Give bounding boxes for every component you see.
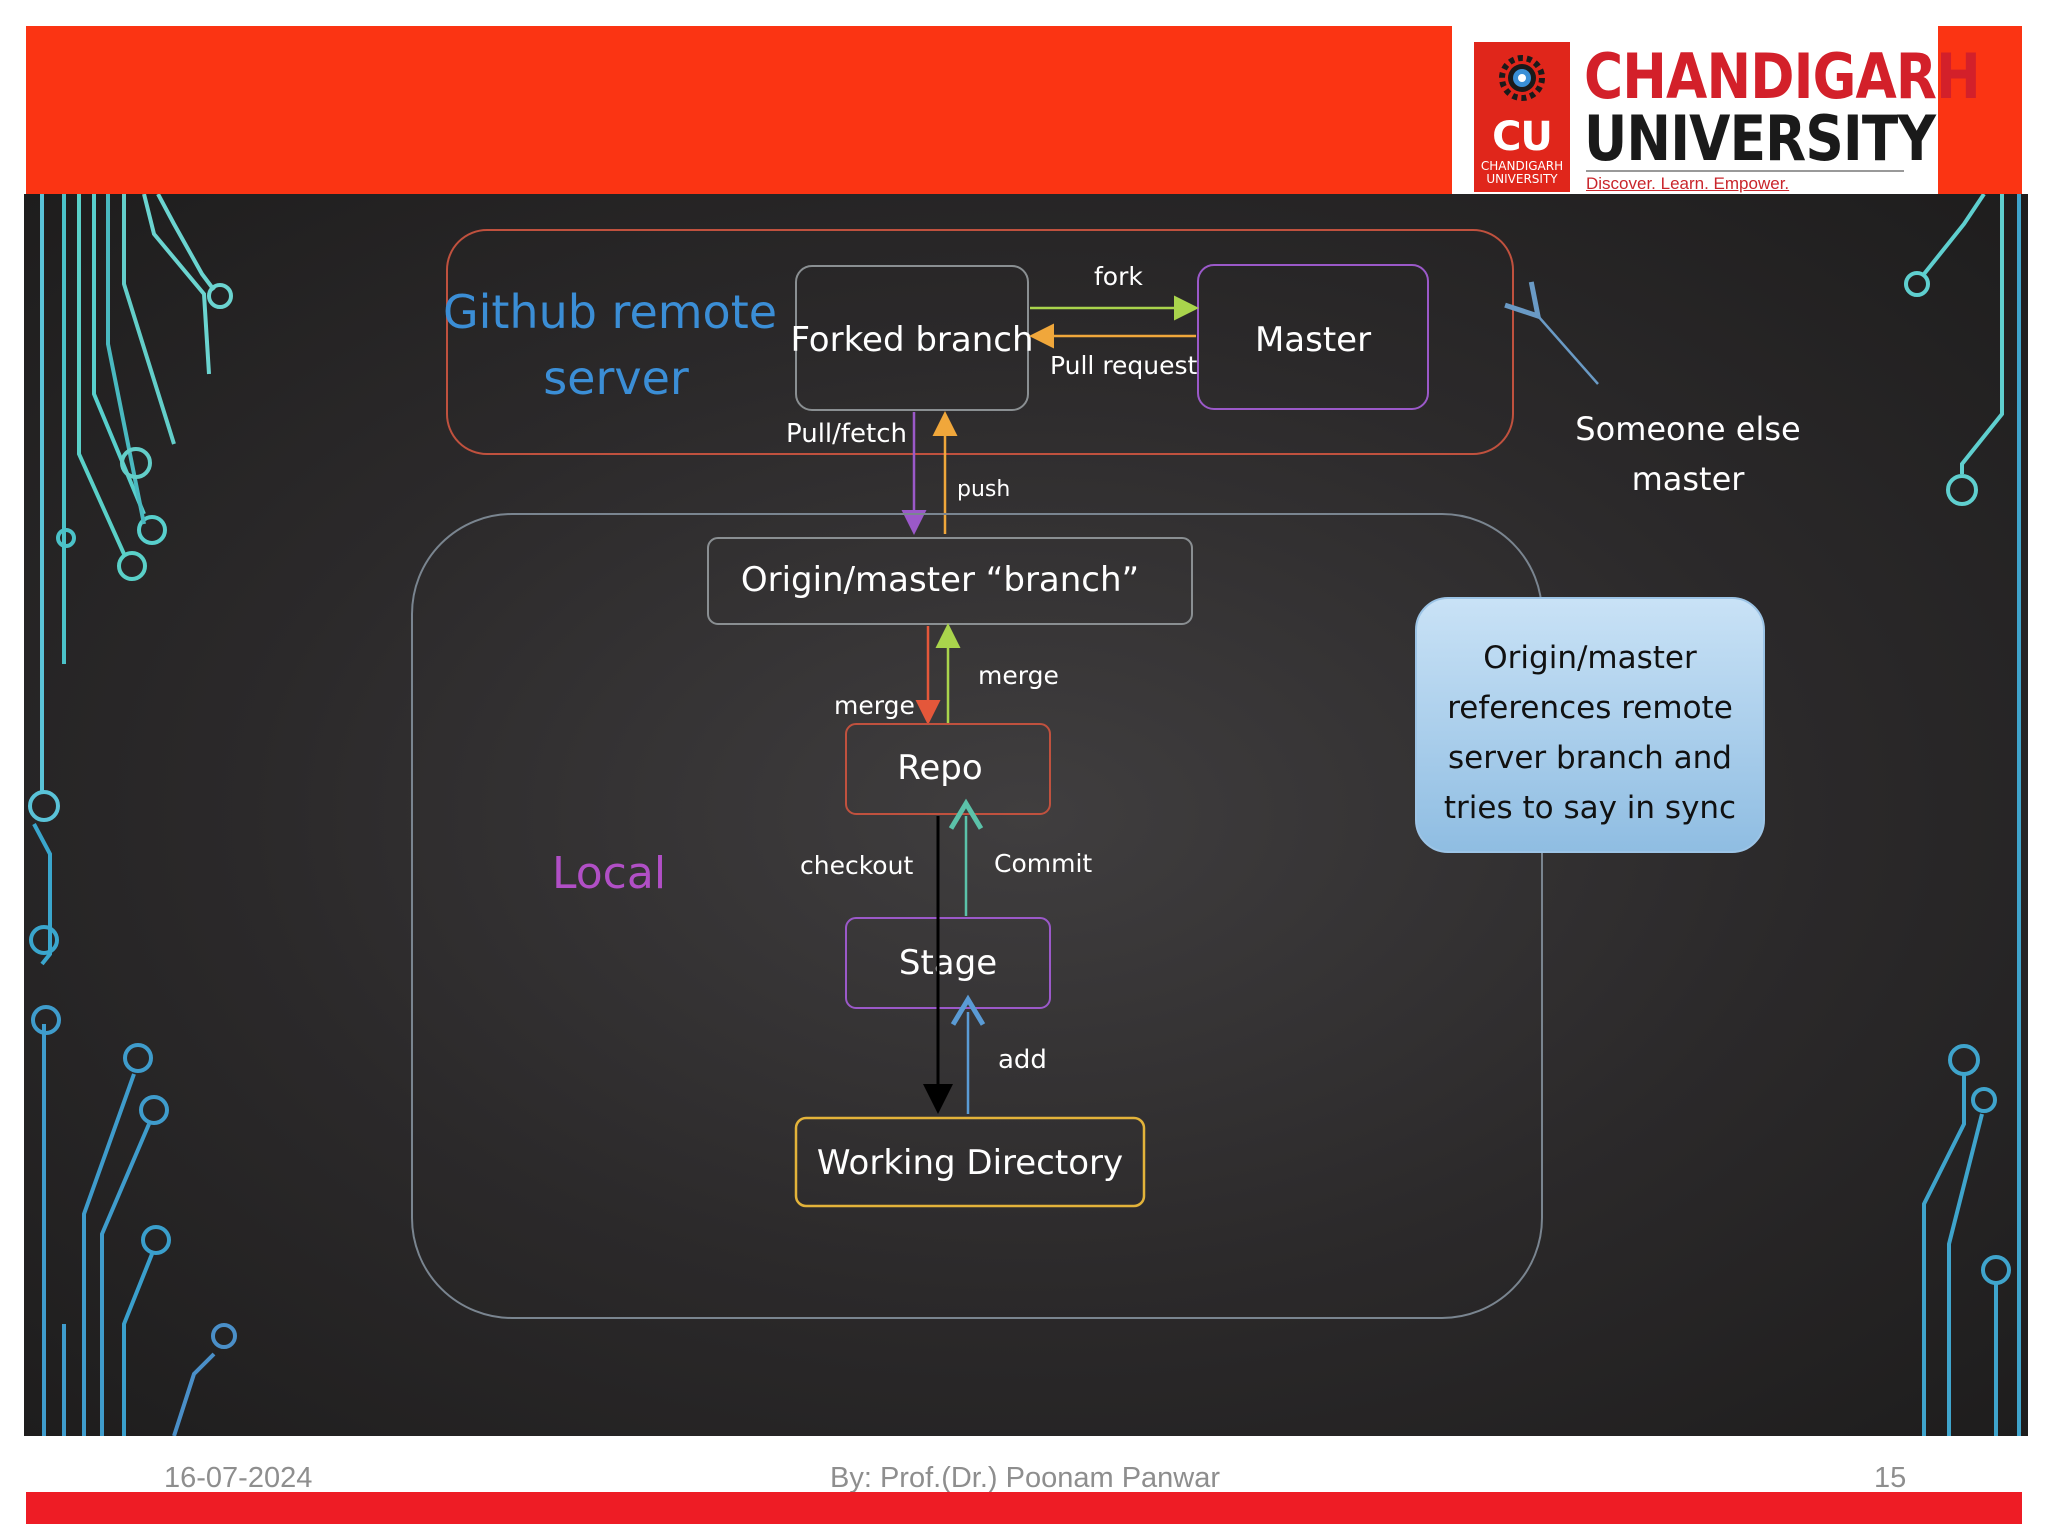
pull-fetch-label: Pull/fetch	[786, 419, 907, 449]
node-origin-master-label: Origin/master “branch”	[741, 560, 1139, 600]
circuit-decoration-left	[30, 194, 235, 1436]
node-master-label: Master	[1255, 320, 1371, 360]
logo-tagline: Discover. Learn. Empower.	[1586, 174, 1789, 194]
merge-right-label: merge	[978, 661, 1059, 690]
gear-emblem-icon	[1494, 50, 1550, 106]
logo-divider	[1586, 170, 1904, 172]
commit-label: Commit	[994, 849, 1092, 878]
node-repo-label: Repo	[897, 748, 982, 788]
logo-title-line2: UNIVERSITY	[1584, 102, 1935, 175]
logo-emblem-text: CU	[1474, 114, 1570, 160]
pull-request-label: Pull request	[1050, 351, 1198, 380]
logo-emblem: CU CHANDIGARH UNIVERSITY	[1474, 42, 1570, 192]
logo-emblem-subtext: CHANDIGARH UNIVERSITY	[1474, 160, 1570, 186]
callout-line-1: Origin/master	[1483, 640, 1697, 676]
annotation-line1: Someone else	[1575, 410, 1800, 448]
footer-author: By: Prof.(Dr.) Poonam Panwar	[830, 1462, 1220, 1495]
footer-page-number: 15	[1874, 1462, 1906, 1495]
node-stage-label: Stage	[899, 943, 997, 983]
annotation-arrow	[1538, 316, 1598, 384]
add-label: add	[998, 1045, 1047, 1075]
callout-line-2: references remote	[1447, 690, 1733, 726]
callout-line-3: server branch and	[1448, 740, 1732, 776]
callout-line-4: tries to say in sync	[1444, 790, 1736, 826]
push-label: push	[957, 477, 1010, 502]
node-working-directory-label: Working Directory	[817, 1143, 1123, 1183]
annotation-line2: master	[1632, 460, 1746, 498]
local-label: Local	[552, 848, 666, 899]
node-forked-branch-label: Forked branch	[790, 320, 1033, 360]
fork-label: fork	[1094, 262, 1143, 291]
merge-left-label: merge	[834, 691, 915, 720]
footer-bar	[26, 1492, 2022, 1524]
circuit-decoration-right	[1906, 194, 2019, 1436]
checkout-label: checkout	[800, 851, 913, 880]
local-container	[412, 514, 1542, 1318]
github-label-line1: Github remote	[443, 285, 777, 339]
git-workflow-diagram: Github remote server Forked branch Maste…	[24, 194, 2028, 1436]
github-label-line2: server	[543, 351, 689, 405]
footer-date: 16-07-2024	[164, 1462, 312, 1495]
diagram-canvas: Github remote server Forked branch Maste…	[24, 194, 2028, 1436]
